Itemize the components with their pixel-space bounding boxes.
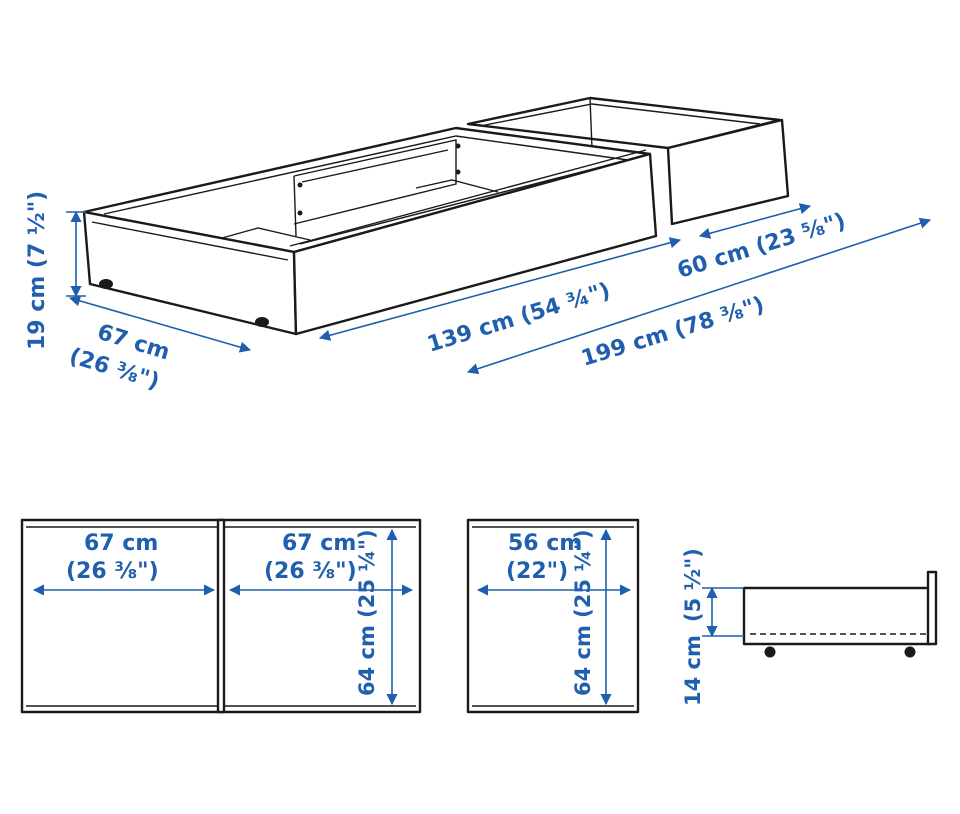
side-view: (5 ½") 14 cm [681, 548, 938, 706]
isometric-view: 19 cm (7 ½") 67 cm (26 ⅜") 139 cm (54 ¾"… [25, 96, 932, 395]
plan-left-width-cm: 67 cm [84, 531, 158, 556]
iso-dimension-lines [66, 203, 932, 375]
side-height-label: 14 cm [681, 635, 705, 706]
small-drawer-length-label: 60 cm (23 ⅝") [674, 209, 848, 284]
plan-large-drawer: 67 cm (26 ⅜") 67 cm (26 ⅜") 64 cm (25 ¼"… [20, 518, 422, 714]
plan-mid-width-cm: 67 cm [282, 531, 356, 556]
plan-small-depth: 64 cm (25 ¼") [571, 529, 595, 696]
small-drawer-iso [466, 96, 790, 226]
plan-small-drawer: 56 cm (22") 64 cm (25 ¼") [466, 518, 640, 714]
plan-small-width-cm: 56 cm [508, 531, 582, 556]
plan-small-width-in: (22") [506, 559, 568, 584]
plan-mid-depth: 64 cm (25 ¼") [355, 529, 379, 696]
plan-mid-width-in: (26 ⅜") [264, 559, 357, 584]
drawer-height-label: 19 cm (7 ½") [25, 191, 50, 350]
side-inner-height-label: (5 ½") [681, 548, 705, 622]
plan-left-width-in: (26 ⅜") [66, 559, 159, 584]
